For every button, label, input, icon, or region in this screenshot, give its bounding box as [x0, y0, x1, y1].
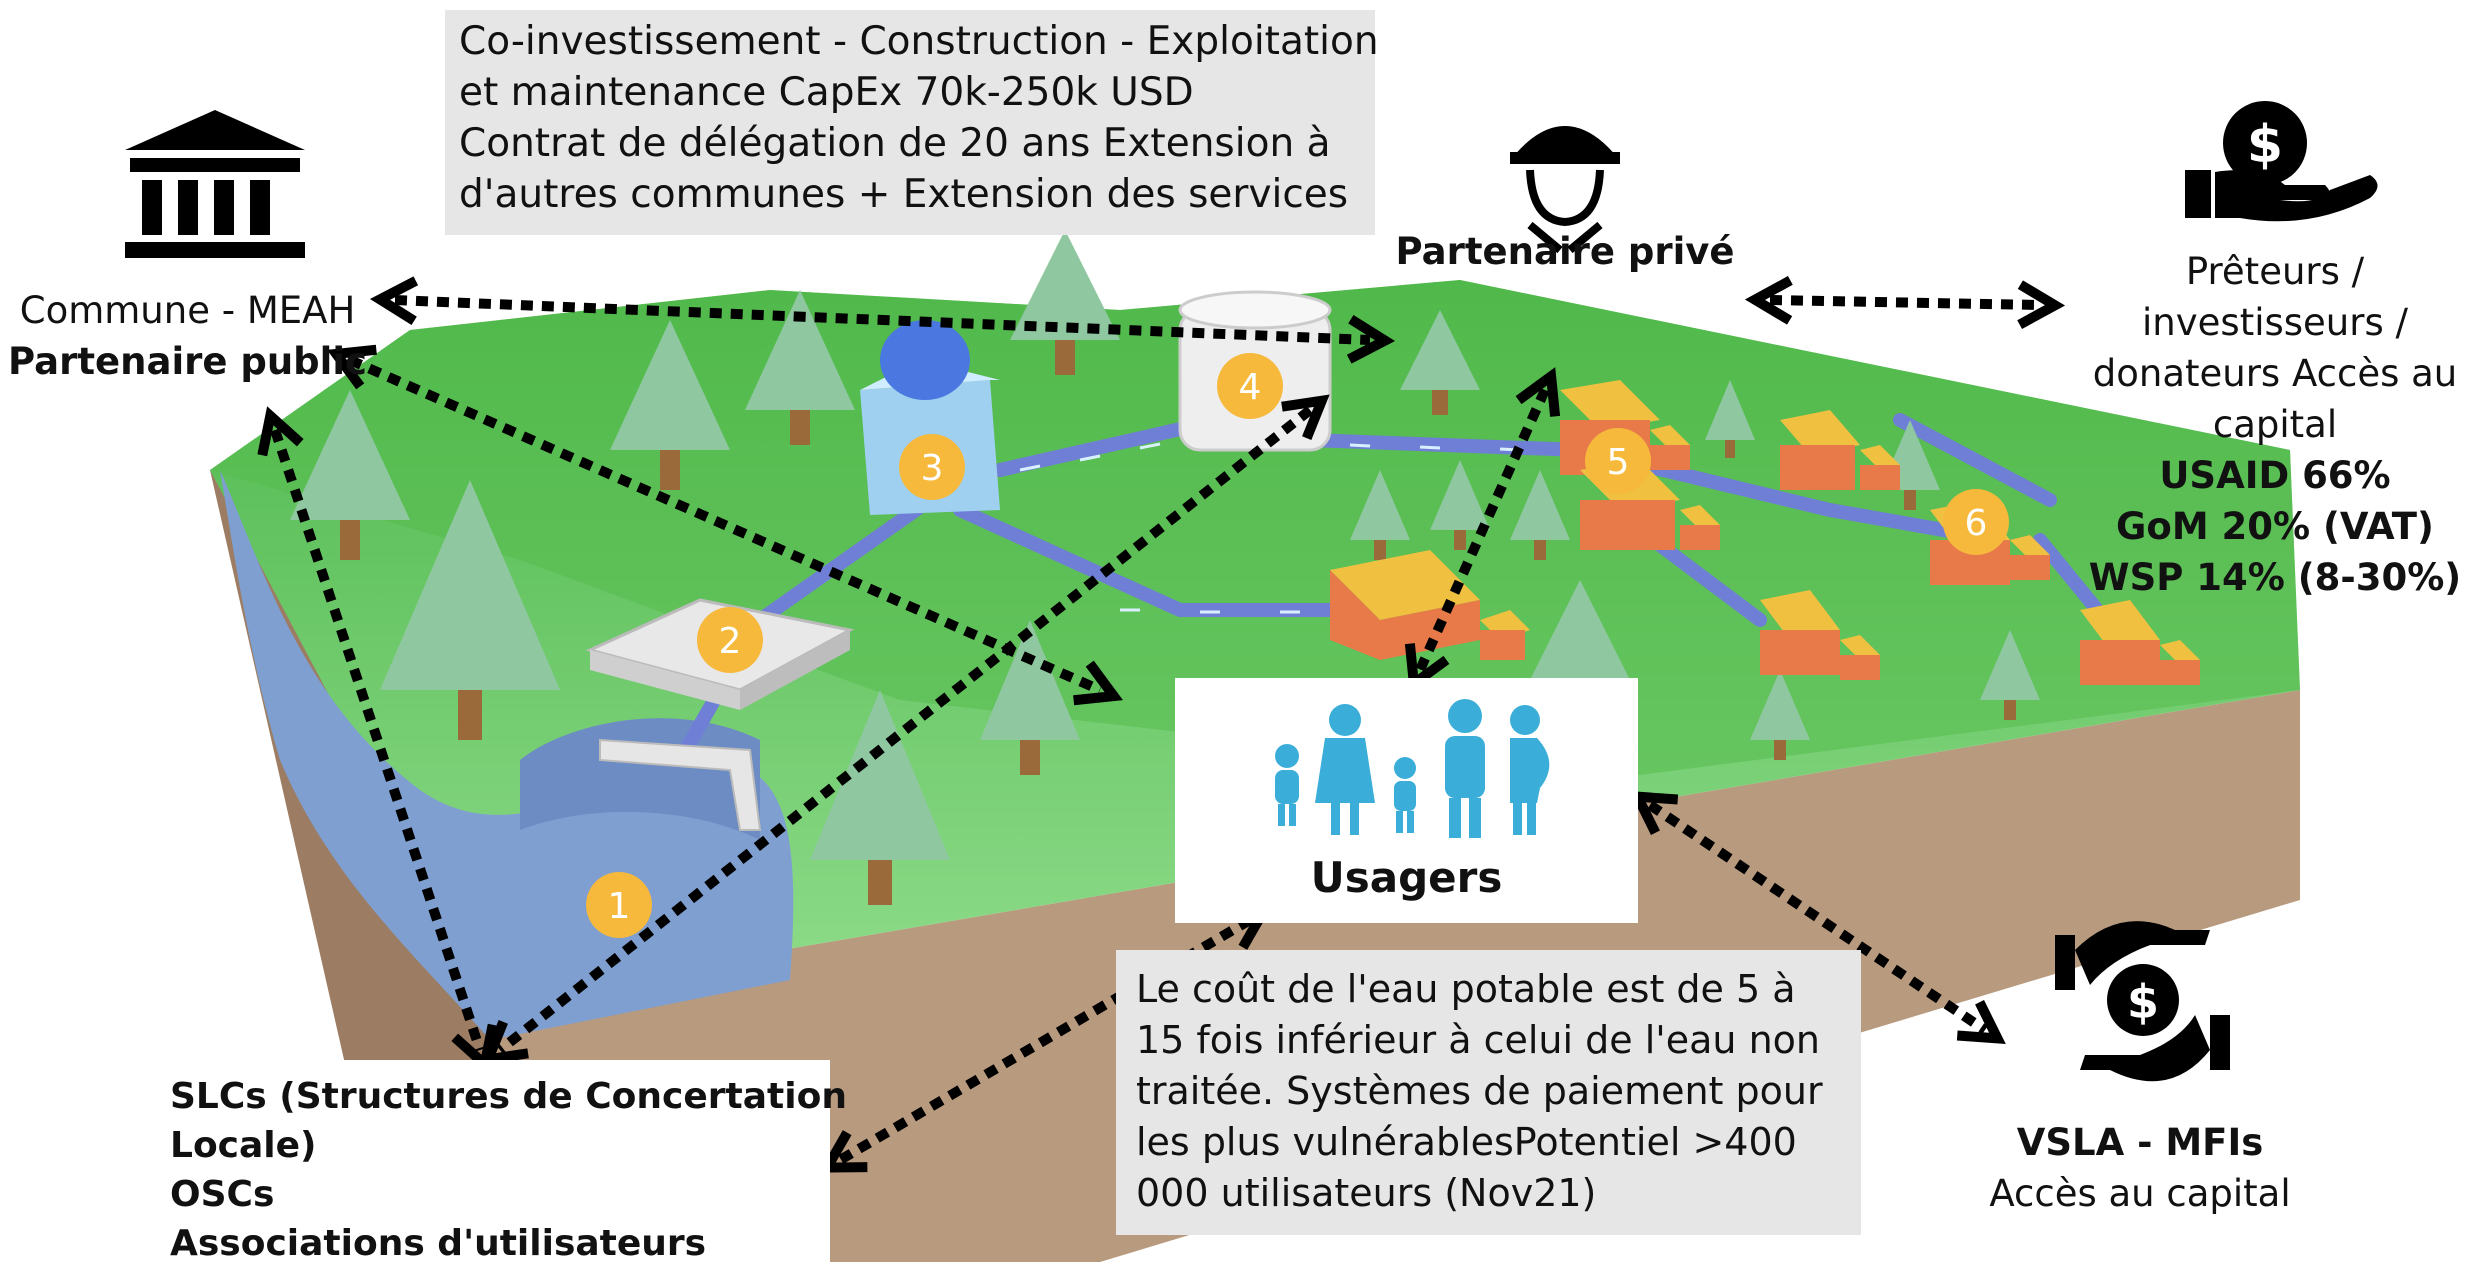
tree — [1750, 670, 1810, 760]
water-cost-box: Le coût de l'eau potable est de 5 à 15 f… — [1116, 950, 1861, 1235]
public-partner-role: Partenaire public — [8, 340, 367, 383]
water-cost-line: traitée. Systèmes de paiement pour — [1136, 1069, 1823, 1113]
arrow-private-users — [1404, 367, 1561, 693]
community-structures-box: SLCs (Structures de Concertation Locale)… — [150, 1060, 847, 1264]
users-box: Usagers — [1175, 678, 1638, 923]
family-icon — [1275, 699, 1550, 838]
tree — [1705, 380, 1755, 458]
users-label: Usagers — [1310, 853, 1503, 902]
private-partner-label: Partenaire privé — [1395, 230, 1735, 273]
connector-arrows — [257, 275, 2066, 1173]
co-investment-line: et maintenance CapEx 70k-250k USD — [459, 70, 1194, 115]
svg-text:$: $ — [2247, 115, 2283, 175]
arrow-public-private — [369, 276, 1396, 364]
lenders-line: capital — [2212, 403, 2338, 446]
water-cost-line: 000 utilisateurs (Nov21) — [1136, 1171, 1597, 1215]
arrow-public-community — [257, 406, 498, 1074]
arrow-tank-community — [480, 394, 1330, 1066]
lenders-share: USAID 66% — [2159, 454, 2391, 497]
lenders-line: investisseurs / — [2142, 301, 2408, 344]
hands-dollar-icon: $ — [2055, 921, 2230, 1082]
house — [2010, 535, 2050, 580]
arrow-users-vsla — [1629, 791, 2006, 1044]
vsla-title: VSLA - MFIs — [2016, 1121, 2264, 1164]
lenders-line: donateurs Accès au — [2092, 352, 2458, 395]
step-badge-1: 1 — [608, 886, 631, 927]
house — [2160, 640, 2200, 685]
house — [1760, 590, 1840, 675]
public-partner-name: Commune - MEAH — [19, 289, 356, 332]
community-line: SLCs (Structures de Concertation — [170, 1076, 847, 1117]
vsla-label: VSLA - MFIs Accès au capital — [1930, 1117, 2350, 1219]
community-line: OSCs — [170, 1174, 275, 1215]
water-cost-line: les plus vulnérablesPotentiel >400 — [1136, 1120, 1797, 1164]
lenders-line: Prêteurs / — [2185, 250, 2365, 293]
bank-icon — [125, 110, 305, 258]
house — [1780, 410, 1860, 490]
arrow-private-lenders — [1744, 275, 2066, 330]
public-partner-label: Commune - MEAH Partenaire public — [0, 285, 375, 387]
lenders-share: GoM 20% (VAT) — [2116, 505, 2434, 548]
step-badge-4: 4 — [1239, 367, 1262, 408]
house — [1840, 635, 1880, 680]
community-line: Associations d'utilisateurs — [170, 1223, 707, 1264]
house — [1650, 425, 1690, 470]
water-cost-line: Le coût de l'eau potable est de 5 à — [1136, 967, 1796, 1011]
step-badge-5: 5 — [1607, 442, 1630, 483]
co-investment-line: Co-investissement - Construction - Explo… — [459, 19, 1379, 64]
co-investment-line: d'autres communes + Extension des servic… — [459, 172, 1349, 217]
svg-text:$: $ — [2127, 975, 2159, 1029]
water-cost-line: 15 fois inférieur à celui de l'eau non — [1136, 1018, 1820, 1062]
lenders-label: Prêteurs / investisseurs / donateurs Acc… — [2075, 246, 2475, 603]
hand-dollar-icon: $ — [2185, 101, 2378, 222]
step-badge-3: 3 — [921, 448, 944, 489]
tree — [1350, 470, 1410, 560]
co-investment-line: Contrat de délégation de 20 ans Extensio… — [459, 121, 1331, 166]
lenders-share: WSP 14% (8-30%) — [2088, 556, 2462, 599]
house — [2080, 600, 2160, 685]
house — [1680, 505, 1720, 550]
house — [1860, 445, 1900, 490]
co-investment-box: Co-investissement - Construction - Explo… — [445, 10, 1379, 235]
tree — [1980, 630, 2040, 720]
community-line: Locale) — [170, 1125, 317, 1166]
worker-helmet-icon — [1510, 126, 1620, 254]
vsla-subtitle: Accès au capital — [1989, 1172, 2291, 1215]
step-badge-2: 2 — [719, 621, 742, 662]
arrow-users-community — [818, 907, 1272, 1173]
step-badge-6: 6 — [1965, 503, 1988, 544]
